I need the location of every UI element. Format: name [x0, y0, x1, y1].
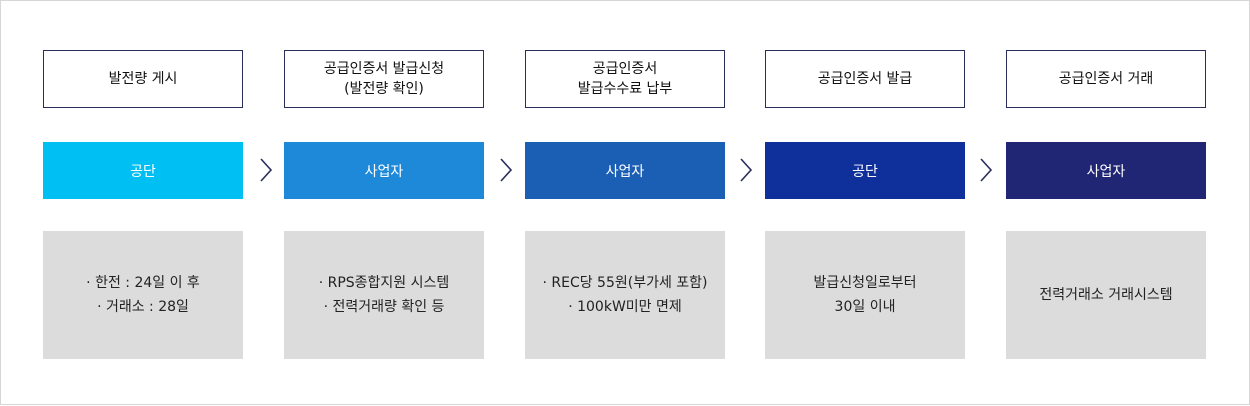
detail-line: 30일 이내 [834, 299, 896, 315]
step-title: 공급인증서 발급수수료 납부 [525, 50, 725, 108]
step-detail-box: 전력거래소 거래시스템 [1006, 231, 1206, 359]
step-actor-badge: 사업자 [284, 142, 484, 199]
chevron-right-icon [499, 157, 513, 183]
detail-line: · 전력거래량 확인 등 [323, 299, 445, 315]
step-detail-box: · REC당 55원(부가세 포함) · 100kW미만 면제 [525, 231, 725, 359]
process-step-2: 공급인증서 발급신청 (발전량 확인) 사업자 · RPS종합지원 시스템 · … [284, 1, 484, 406]
detail-line: · 거래소 : 28일 [97, 299, 189, 315]
step-actor-badge: 공단 [765, 142, 965, 199]
step-title: 공급인증서 발급신청 (발전량 확인) [284, 50, 484, 108]
step-actor-badge: 사업자 [525, 142, 725, 199]
step-detail-box: 발급신청일로부터 30일 이내 [765, 231, 965, 359]
chevron-right-icon [739, 157, 753, 183]
process-step-1: 발전량 게시 공단 · 한전 : 24일 이 후 · 거래소 : 28일 [43, 1, 243, 406]
detail-line: 전력거래소 거래시스템 [1039, 287, 1173, 303]
chevron-right-icon [259, 157, 273, 183]
step-title: 공급인증서 거래 [1006, 50, 1206, 108]
process-step-3: 공급인증서 발급수수료 납부 사업자 · REC당 55원(부가세 포함) · … [525, 1, 725, 406]
detail-line: · RPS종합지원 시스템 [318, 275, 450, 291]
step-title: 공급인증서 발급 [765, 50, 965, 108]
process-step-5: 공급인증서 거래 사업자 전력거래소 거래시스템 [1006, 1, 1206, 406]
step-actor-badge: 공단 [43, 142, 243, 199]
step-detail-box: · 한전 : 24일 이 후 · 거래소 : 28일 [43, 231, 243, 359]
detail-line: 발급신청일로부터 [813, 275, 917, 291]
step-detail-box: · RPS종합지원 시스템 · 전력거래량 확인 등 [284, 231, 484, 359]
process-step-4: 공급인증서 발급 공단 발급신청일로부터 30일 이내 [765, 1, 965, 406]
step-title: 발전량 게시 [43, 50, 243, 108]
detail-line: · 한전 : 24일 이 후 [86, 275, 200, 291]
chevron-right-icon [979, 157, 993, 183]
step-actor-badge: 사업자 [1006, 142, 1206, 199]
detail-line: · 100kW미만 면제 [568, 299, 682, 315]
detail-line: · REC당 55원(부가세 포함) [542, 275, 708, 291]
